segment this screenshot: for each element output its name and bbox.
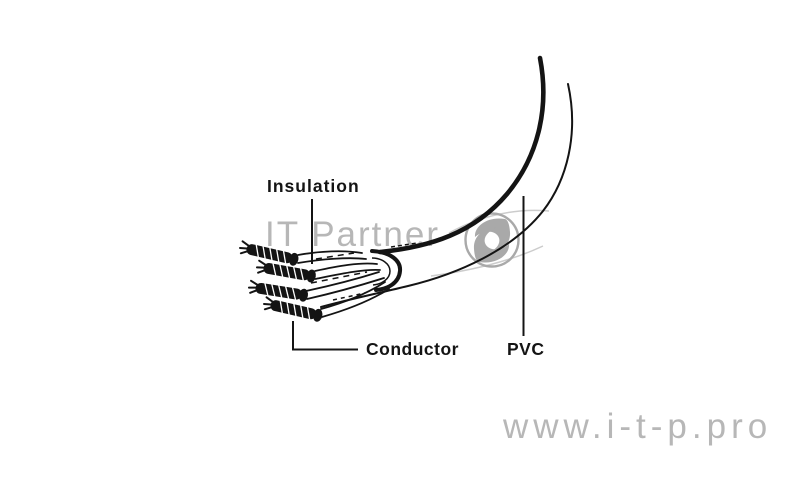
label-pvc: PVC — [507, 339, 545, 359]
s-swoosh-globe-icon — [430, 209, 550, 277]
insulation-ring — [298, 288, 308, 302]
conductor-leader-line — [292, 321, 358, 351]
insulated-wires — [297, 250, 390, 318]
insulation-ring — [313, 308, 323, 322]
label-conductor: Conductor — [366, 339, 459, 359]
conductor-bundle — [263, 296, 323, 322]
conductor-bundle — [247, 279, 308, 302]
conductor-bundles — [239, 240, 323, 322]
conductor-bundle — [239, 240, 299, 266]
insulation-ring — [306, 269, 316, 283]
pvc-jacket-outline — [320, 55, 574, 308]
conductor-bundle — [255, 259, 316, 283]
watermark-website-text: www.i-t-p.pro — [503, 407, 773, 446]
insulation-ring — [289, 252, 299, 266]
jacket-mouth-rim — [370, 249, 403, 292]
label-insulation: Insulation — [267, 176, 360, 196]
leader-lines — [292, 196, 525, 351]
